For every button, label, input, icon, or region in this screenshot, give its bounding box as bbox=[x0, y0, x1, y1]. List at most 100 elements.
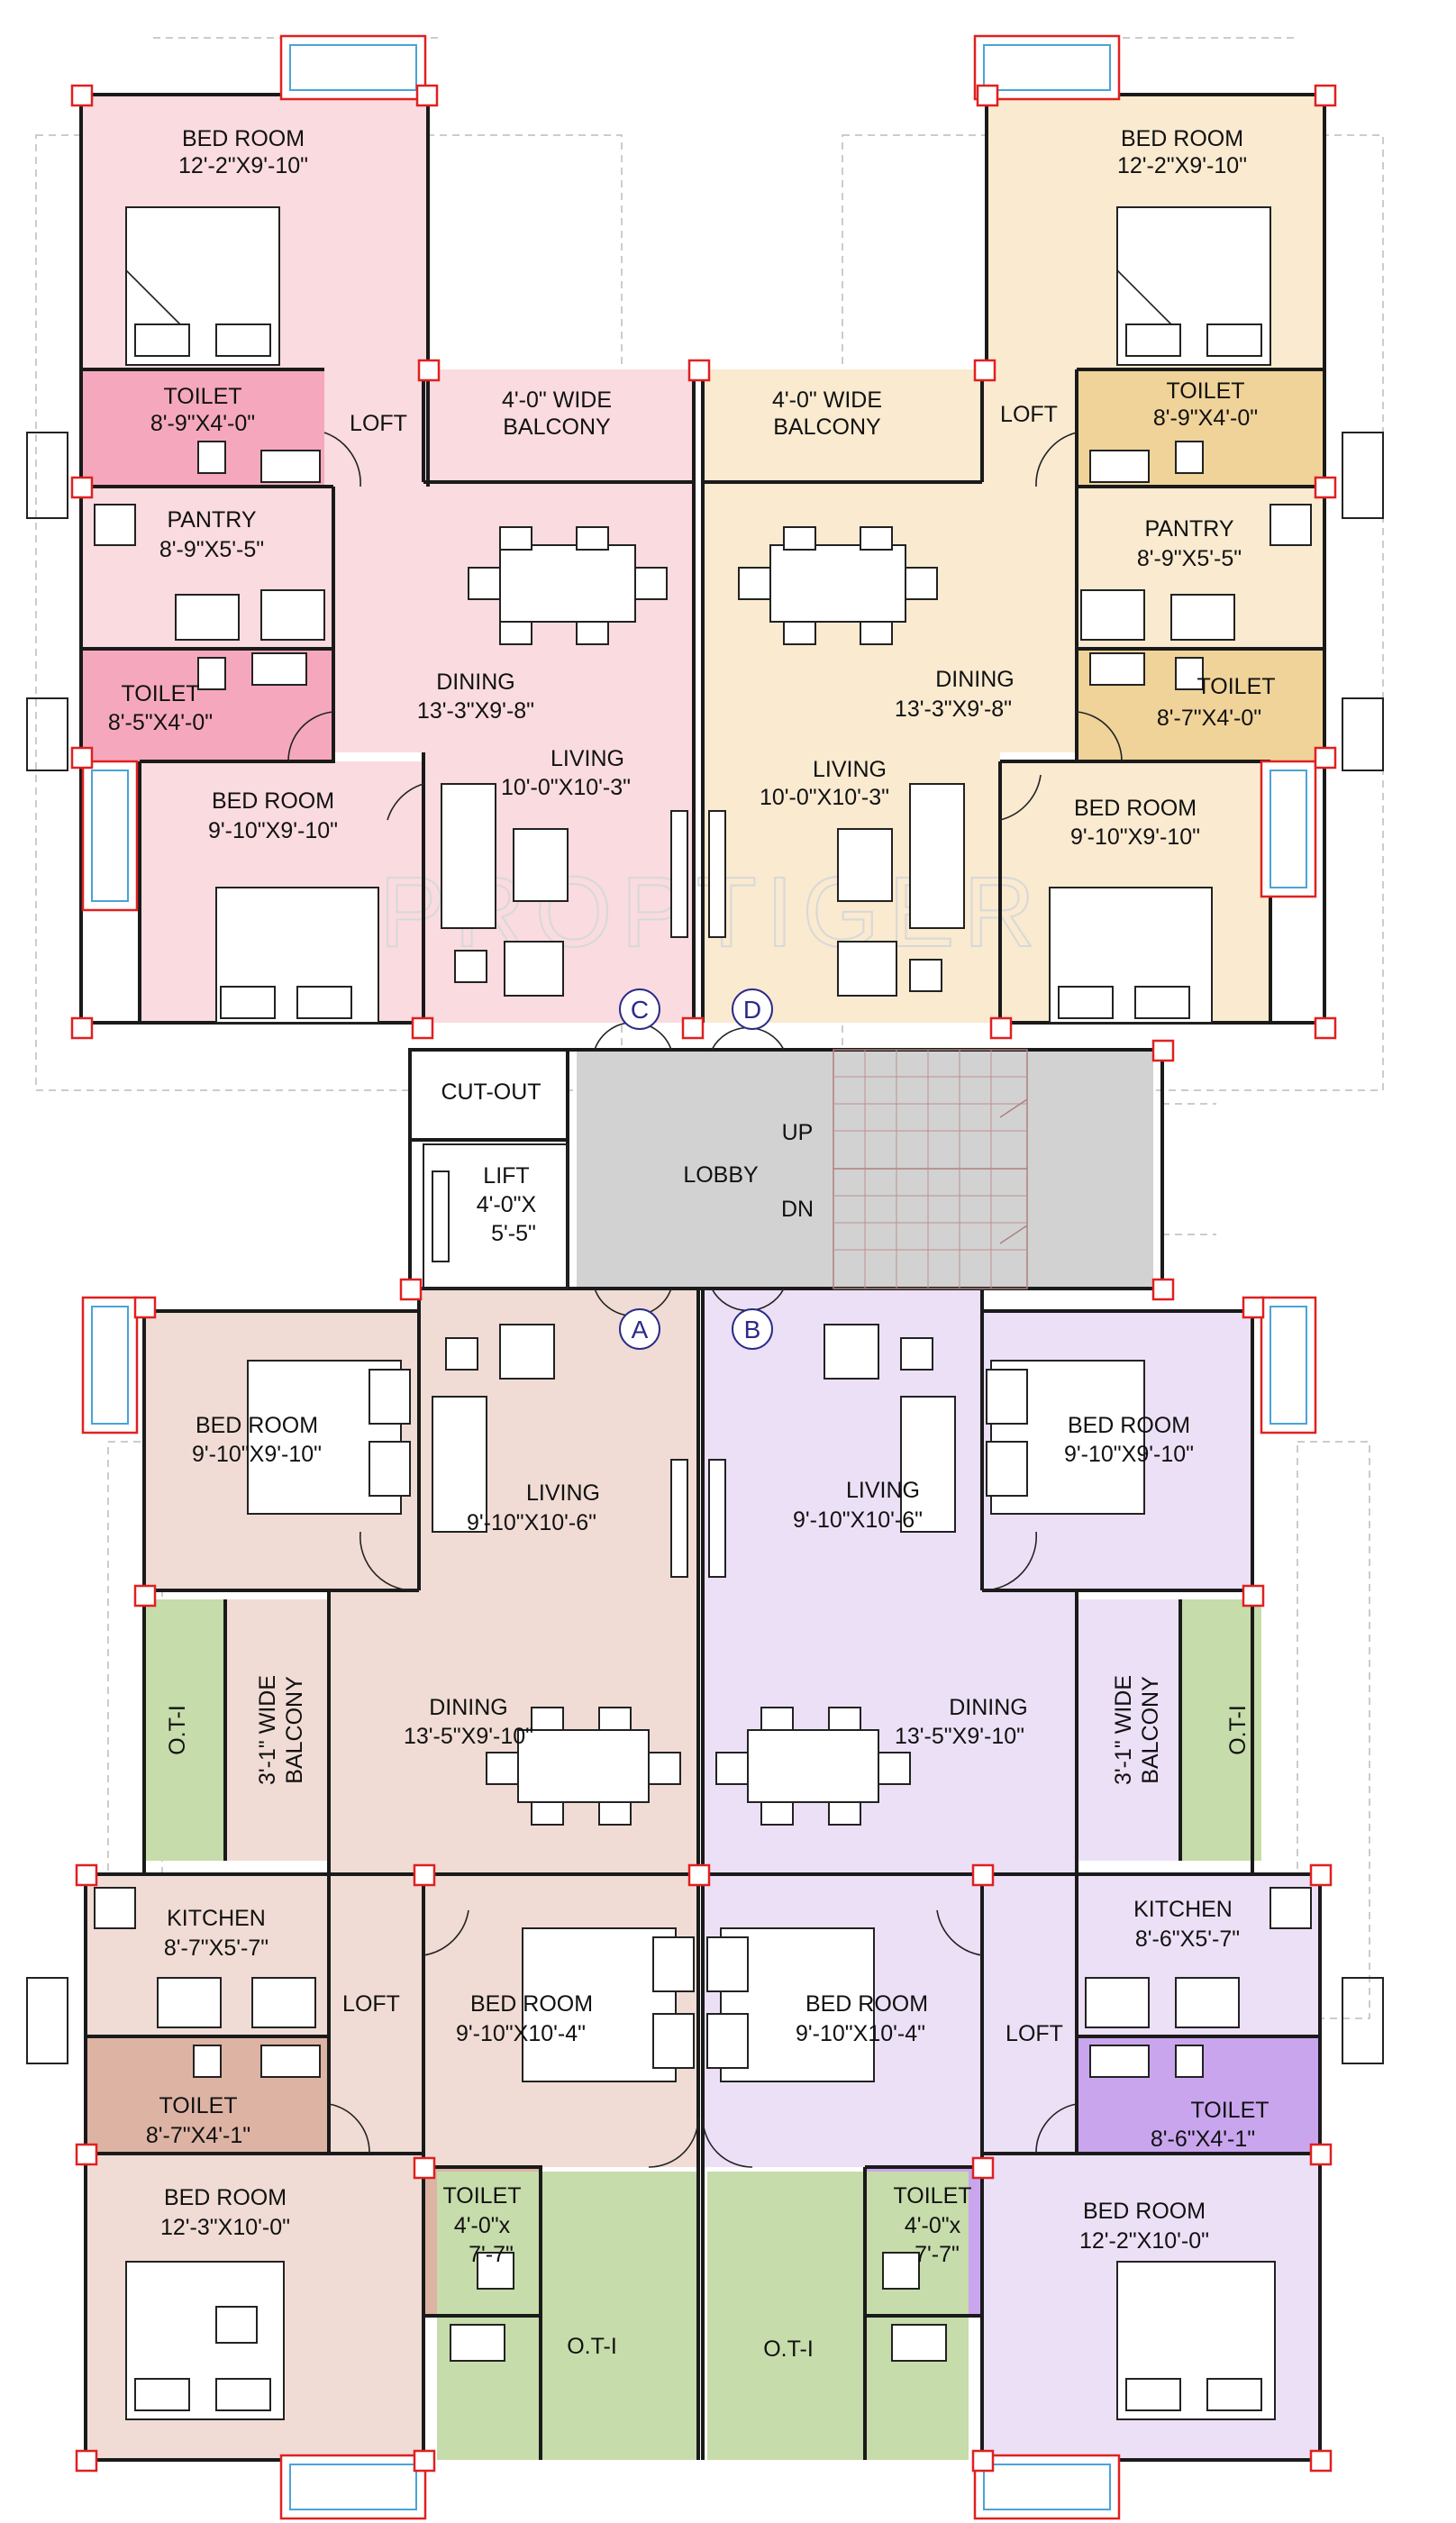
flat-c-pantry-name: PANTRY bbox=[167, 507, 256, 533]
flat-d-pantry-name: PANTRY bbox=[1144, 516, 1233, 542]
flat-a-loft-floor bbox=[329, 1874, 423, 2154]
flat-c-toilet2-name: TOILET bbox=[121, 681, 199, 706]
furniture bbox=[94, 206, 1312, 2420]
flat-b-loft-floor bbox=[982, 1874, 1077, 2154]
flat-b-loft: LOFT bbox=[1006, 2021, 1063, 2046]
flat-b-bedroom2-name: BED ROOM bbox=[805, 1991, 928, 2017]
flat-c-dining-name: DINING bbox=[436, 669, 515, 695]
flat-d-balcony-floor bbox=[703, 369, 982, 482]
flat-a-toilet2-size1: 4'-0"x bbox=[454, 2213, 511, 2238]
flat-d-bedroom1-name: BED ROOM bbox=[1121, 126, 1243, 151]
flat-d-toilet2-size: 8'-7"X4'-0" bbox=[1157, 706, 1261, 731]
flat-a-balcony-floor bbox=[225, 1599, 329, 1861]
flat-a-loft: LOFT bbox=[342, 1991, 400, 2017]
door-swings bbox=[287, 432, 1123, 2168]
flat-d-loft-floor bbox=[982, 369, 1077, 487]
flat-a-kitchen-name: KITCHEN bbox=[167, 1906, 266, 1931]
flat-a-bedroom1-size: 9'-10"X9'-10" bbox=[192, 1442, 322, 1467]
flat-a-oti2: O.T-I bbox=[567, 2334, 617, 2359]
flat-b-living-size: 9'-10"X10'-6" bbox=[793, 1507, 923, 1533]
flat-a-balcony-line1: 3'-1" WIDE bbox=[255, 1675, 280, 1785]
flat-d-living-size: 10'-0"X10'-3" bbox=[760, 785, 889, 810]
flat-a-toilet1-size: 8'-7"X4'-1" bbox=[146, 2123, 250, 2148]
flat-b-balcony-floor bbox=[1077, 1599, 1180, 1861]
flat-a-balcony-line2: BALCONY bbox=[282, 1676, 307, 1784]
flat-d-pantry-size: 8'-9"X5'-5" bbox=[1137, 546, 1242, 571]
flat-d-dining-name: DINING bbox=[935, 667, 1015, 692]
flat-b-balcony-line2: BALCONY bbox=[1138, 1676, 1163, 1784]
flat-b-living-name: LIVING bbox=[846, 1478, 920, 1503]
flat-c-balcony-line2: BALCONY bbox=[503, 414, 611, 440]
stair-up-label: UP bbox=[782, 1120, 814, 1145]
flat-b-bedroom1-name: BED ROOM bbox=[1068, 1413, 1190, 1438]
flat-tags: C D A B bbox=[619, 988, 773, 1350]
lift-floor bbox=[423, 1144, 568, 1289]
flat-b-bedroom1-size: 9'-10"X9'-10" bbox=[1064, 1442, 1194, 1467]
flat-a-bedroom2-size: 9'-10"X10'-4" bbox=[456, 2021, 586, 2046]
lobby-label: LOBBY bbox=[683, 1162, 759, 1188]
flat-b-oti: O.T-I bbox=[1225, 1705, 1251, 1755]
flat-d-dining-size: 13'-3"X9'-8" bbox=[895, 697, 1012, 722]
flat-c-toilet2-size: 8'-5"X4'-0" bbox=[108, 710, 213, 735]
flat-b-dining-size: 13'-5"X9'-10" bbox=[895, 1724, 1024, 1749]
flat-a-bedroom3-size: 12'-3"X10'-0" bbox=[160, 2215, 290, 2240]
cutout-floor bbox=[410, 1050, 568, 1140]
flat-b-toilet2-size1: 4'-0"x bbox=[905, 2213, 961, 2238]
flat-a-living-size: 9'-10"X10'-6" bbox=[467, 1510, 596, 1535]
flat-a-dining-size: 13'-5"X9'-10" bbox=[404, 1724, 533, 1749]
flat-b-bedroom3-size: 12'-2"X10'-0" bbox=[1079, 2228, 1209, 2254]
flat-d-toilet1-name: TOILET bbox=[1166, 378, 1244, 404]
flat-c-labels: BED ROOM 12'-2"X9'-10" TOILET 8'-9"X4'-0… bbox=[108, 126, 631, 843]
lift-size-line2: 5'-5" bbox=[491, 1221, 536, 1246]
flat-a-bedroom3-name: BED ROOM bbox=[164, 2185, 287, 2210]
flat-c-balcony-floor bbox=[423, 369, 694, 482]
flat-c-tag: C bbox=[631, 996, 649, 1024]
flat-a-bedroom1-name: BED ROOM bbox=[196, 1413, 318, 1438]
flat-d-bedroom2-name: BED ROOM bbox=[1074, 796, 1197, 821]
flat-d-toilet1-size: 8'-9"X4'-0" bbox=[1153, 405, 1258, 431]
flat-c-bedroom1-name: BED ROOM bbox=[182, 126, 305, 151]
stair-dn-label: DN bbox=[781, 1197, 814, 1222]
flat-d-bedroom2-size: 9'-10"X9'-10" bbox=[1070, 824, 1200, 850]
lift-name: LIFT bbox=[483, 1163, 529, 1189]
flat-a-bedroom2-name: BED ROOM bbox=[470, 1991, 593, 2017]
flat-d-tag: D bbox=[743, 996, 761, 1024]
flat-b-oti-floor bbox=[1180, 1599, 1261, 1861]
flat-c-balcony-line1: 4'-0" WIDE bbox=[502, 387, 612, 413]
columns bbox=[70, 84, 1337, 2473]
lift-size-line1: 4'-0"X bbox=[477, 1192, 537, 1217]
flat-d-balcony-line2: BALCONY bbox=[773, 414, 881, 440]
flat-a bbox=[86, 1289, 698, 2460]
flat-d-balcony-line1: 4'-0" WIDE bbox=[772, 387, 882, 413]
flat-a-toilet2-size2: 7'-7" bbox=[469, 2242, 514, 2267]
flat-c-bedroom1-size: 12'-2"X9'-10" bbox=[178, 153, 308, 178]
flat-c-living-size: 10'-0"X10'-3" bbox=[501, 775, 631, 800]
flat-b-toilet2-size2: 7'-7" bbox=[915, 2242, 960, 2267]
flat-a-toilet1-name: TOILET bbox=[159, 2093, 237, 2118]
flat-b-oti2: O.T-I bbox=[763, 2336, 814, 2362]
flat-b-dining-name: DINING bbox=[949, 1695, 1028, 1720]
flat-d-loft: LOFT bbox=[1000, 402, 1058, 427]
flat-c-loft-floor bbox=[324, 369, 423, 487]
flat-b-tag: B bbox=[744, 1316, 761, 1343]
flat-b-balcony-line1: 3'-1" WIDE bbox=[1111, 1675, 1136, 1785]
flat-a-living-name: LIVING bbox=[526, 1480, 600, 1506]
flat-c-pantry-size: 8'-9"X5'-5" bbox=[159, 537, 264, 562]
flat-c-toilet1-size: 8'-9"X4'-0" bbox=[150, 411, 255, 436]
flat-a-tag: A bbox=[632, 1316, 649, 1343]
flat-d-labels: BED ROOM 12'-2"X9'-10" TOILET 8'-9"X4'-0… bbox=[760, 126, 1276, 850]
flat-d-bedroom1-size: 12'-2"X9'-10" bbox=[1117, 153, 1247, 178]
flat-b-toilet1-name: TOILET bbox=[1190, 2098, 1269, 2123]
flat-b-bedroom2-size: 9'-10"X10'-4" bbox=[796, 2021, 925, 2046]
flat-c-dining-size: 13'-3"X9'-8" bbox=[417, 698, 534, 724]
cutout-label: CUT-OUT bbox=[441, 1079, 541, 1105]
flat-a-labels: BED ROOM 9'-10"X9'-10" LIVING 9'-10"X10'… bbox=[146, 1413, 617, 2359]
flat-b-kitchen-name: KITCHEN bbox=[1133, 1897, 1233, 1922]
flat-c-toilet1-name: TOILET bbox=[163, 384, 241, 409]
staircase bbox=[833, 1049, 1028, 1289]
flat-a-dining-name: DINING bbox=[429, 1695, 508, 1720]
flat-a-oti: O.T-I bbox=[165, 1705, 190, 1755]
flat-b-labels: BED ROOM 9'-10"X9'-10" LIVING 9'-10"X10'… bbox=[763, 1413, 1269, 2362]
flat-d-living-name: LIVING bbox=[813, 757, 887, 782]
